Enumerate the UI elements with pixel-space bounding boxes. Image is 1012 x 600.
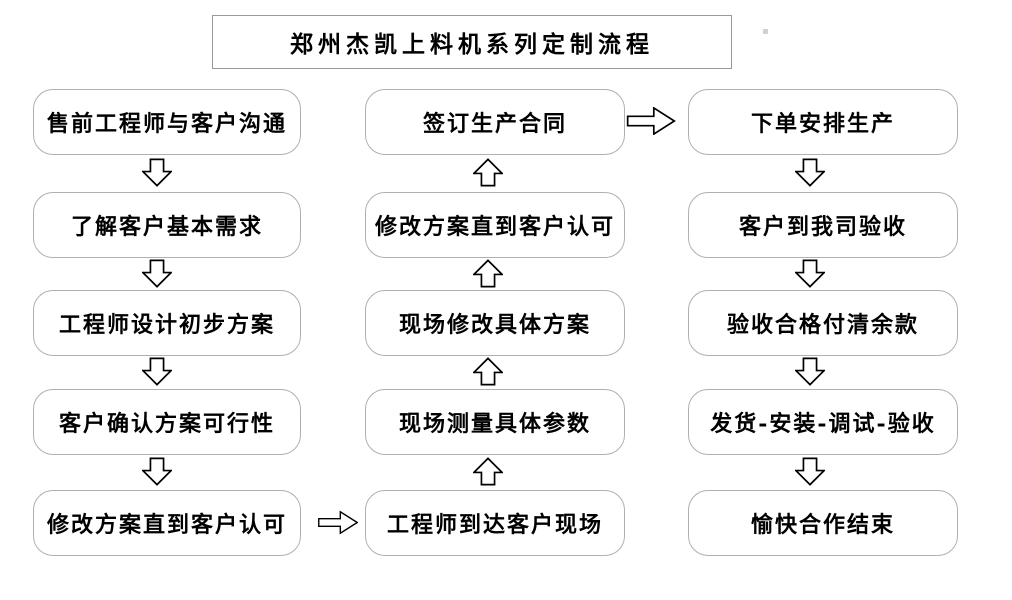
arrow-down-icon (793, 158, 827, 187)
arrow-down-icon (140, 357, 174, 386)
arrow-down-icon (140, 457, 174, 486)
stray-mark (763, 29, 768, 34)
arrow-down-icon (140, 259, 174, 288)
step-engineer-arrives-site: 工程师到达客户现场 (365, 490, 625, 556)
arrow-up-icon (471, 158, 505, 187)
arrow-up-icon (471, 357, 505, 386)
step-ship-install-debug-accept: 发货-安装-调试-验收 (688, 389, 958, 455)
step-happy-cooperation-end: 愉快合作结束 (688, 490, 958, 556)
step-revise-until-approved-1: 修改方案直到客户认可 (33, 490, 301, 556)
arrow-down-icon (793, 357, 827, 386)
arrow-down-icon (793, 259, 827, 288)
step-revise-until-approved-2: 修改方案直到客户认可 (365, 192, 625, 258)
step-presales-communication: 售前工程师与客户沟通 (33, 89, 301, 155)
arrow-up-icon (471, 259, 505, 288)
step-sign-contract: 签订生产合同 (365, 89, 625, 155)
step-customer-acceptance-visit: 客户到我司验收 (688, 192, 958, 258)
step-pay-balance: 验收合格付清余款 (688, 290, 958, 356)
step-order-production: 下单安排生产 (688, 89, 958, 155)
arrow-down-icon (793, 457, 827, 486)
step-preliminary-design: 工程师设计初步方案 (33, 290, 301, 356)
step-confirm-feasibility: 客户确认方案可行性 (33, 389, 301, 455)
arrow-right-icon (318, 509, 359, 536)
arrow-down-icon (140, 158, 174, 187)
arrow-up-icon (471, 457, 505, 486)
step-onsite-measure-parameters: 现场测量具体参数 (365, 389, 625, 455)
step-onsite-revise-plan: 现场修改具体方案 (365, 290, 625, 356)
arrow-right-icon (625, 106, 677, 136)
flowchart-title: 郑州杰凯上料机系列定制流程 (212, 15, 732, 69)
step-understand-needs: 了解客户基本需求 (33, 192, 301, 258)
